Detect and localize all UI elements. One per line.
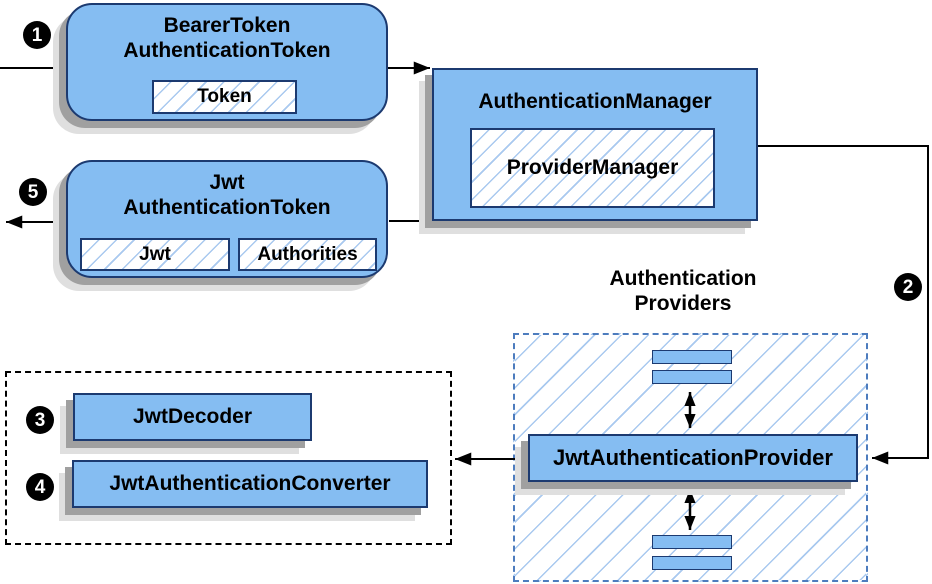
provider-slot-bar (652, 350, 732, 364)
jwt-token-node-title: Jwt AuthenticationToken (123, 171, 331, 219)
step-5-badge: 5 (19, 178, 47, 206)
jwt-decoder-node: JwtDecoder (73, 393, 312, 441)
jwt-authentication-token-node: Jwt AuthenticationToken Jwt Authorities (66, 160, 388, 278)
jwt-decoder-converter-container (5, 371, 452, 545)
jwt-authentication-provider-label: JwtAuthenticationProvider (553, 445, 833, 470)
authentication-manager-node: AuthenticationManager ProviderManager (432, 68, 758, 221)
authentication-manager-title: AuthenticationManager (478, 90, 712, 113)
authorities-label: Authorities (257, 243, 358, 265)
jwt-label: Jwt (139, 243, 171, 265)
jwt-decoder-label: JwtDecoder (132, 405, 253, 428)
jwt-authentication-provider-node: JwtAuthenticationProvider (528, 434, 858, 482)
authorities-inner-box: Authorities (238, 238, 377, 271)
jwt-authentication-converter-node: JwtAuthenticationConverter (72, 460, 428, 508)
provider-manager-label: ProviderManager (506, 156, 679, 179)
step-3-badge: 3 (26, 406, 54, 434)
provider-slot-bar (652, 556, 732, 570)
step-2-badge: 2 (894, 273, 922, 301)
bearer-token-node-title: BearerToken AuthenticationToken (123, 14, 331, 62)
step-1-badge: 1 (23, 21, 51, 49)
token-inner-box: Token (152, 80, 297, 114)
bearer-token-authentication-token-node: BearerToken AuthenticationToken Token (66, 3, 388, 121)
step-4-badge: 4 (26, 473, 54, 501)
jwt-authentication-converter-label: JwtAuthenticationConverter (109, 472, 391, 495)
authentication-providers-caption: Authentication Providers (609, 267, 757, 316)
provider-manager-inner-box: ProviderManager (470, 128, 715, 208)
provider-slot-bar (652, 370, 732, 384)
token-label: Token (197, 86, 252, 107)
provider-slot-bar (652, 535, 732, 549)
jwt-inner-box: Jwt (80, 238, 230, 271)
